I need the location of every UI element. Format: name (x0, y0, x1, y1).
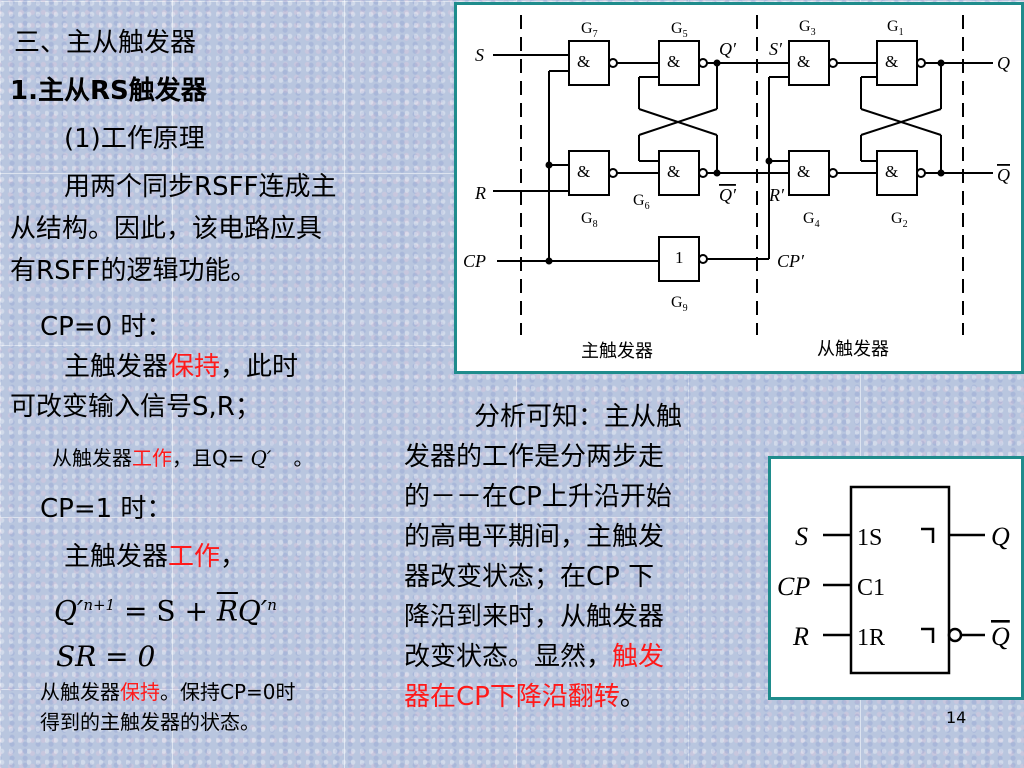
label-Qbar: Q (997, 165, 1010, 185)
cp1-slave-line-1: 从触发器保持。保持CP=0时 (40, 678, 296, 706)
analysis-line-7: 改变状态。显然，触发 (404, 640, 664, 674)
gate-label-G9: G9 (671, 294, 688, 314)
intro-line-1: 用两个同步RSFF连成主 (64, 172, 337, 202)
eq1-left: Q′ (54, 594, 84, 628)
cp0-master-text: 主触发器 (64, 352, 169, 382)
gate-and-symbol: & (667, 162, 680, 181)
symbol-S: S (795, 522, 808, 551)
equation-constraint: SR = 0 (56, 640, 156, 673)
cp0-slave-end: 。 (293, 446, 314, 470)
symbol-input-1R: 1R (857, 625, 885, 651)
analysis-line-3: 的－－在CP上升沿开始 (404, 482, 672, 512)
label-S: S (475, 45, 484, 65)
intro-line-3: 有RSFF的逻辑功能。 (10, 256, 257, 286)
gate-and-symbol: & (577, 52, 590, 71)
equation-next-state: Q′n+1 = S + RQ′n (54, 588, 277, 628)
circuit-diagram-panel: S R CP Q′ Q′ S′ R′ CP′ Q Q & & & & & & &… (454, 2, 1024, 374)
symbol-CP: CP (777, 572, 810, 601)
gate-and-symbol: & (667, 52, 680, 71)
gate-label-G2: G2 (891, 210, 908, 230)
label-CP: CP (463, 251, 486, 271)
eq1-sup: n+1 (83, 596, 116, 614)
cp1-title: CP=1 时： (40, 494, 173, 524)
cp0-slave-eq: ，且Q= (172, 446, 245, 470)
analysis-line-2: 发器的工作是分两步走 (404, 442, 665, 472)
label-CPprime: CP′ (777, 251, 805, 271)
label-Q: Q (997, 53, 1010, 73)
cp0-slave-work: 工作 (132, 446, 172, 470)
symbol-R: R (792, 622, 809, 651)
label-Qprime: Q′ (719, 39, 737, 59)
gate-and-symbol: & (577, 162, 590, 181)
section-heading: 三、主从触发器 (14, 28, 197, 58)
gate-and-symbol: & (885, 52, 898, 71)
eq1-rbar: R (216, 594, 238, 628)
cp1-master-line: 主触发器工作， (64, 540, 246, 574)
logic-symbol-panel: S CP R Q Q 1S C1 1R (768, 456, 1024, 700)
symbol-Qbar: Q (991, 622, 1010, 651)
symbol-input-C1: C1 (857, 575, 885, 601)
gate-and-symbol: & (885, 162, 898, 181)
gate-label-G4: G4 (803, 210, 820, 230)
eq1-q: Q′ (237, 594, 268, 628)
analysis-line-5: 器改变状态；在CP 下 (404, 562, 655, 592)
analysis-line-7-text: 改变状态。显然， (404, 642, 613, 672)
cp0-slave-q: Q′ (250, 446, 272, 470)
cp1-master-text: 主触发器 (64, 542, 169, 572)
cp1-slave-keep: 保持 (120, 680, 160, 704)
cp1-slave-text: 从触发器 (40, 680, 120, 704)
gate-and-symbol: & (797, 162, 810, 181)
cp0-slave-text: 从触发器 (52, 446, 132, 470)
analysis-line-8-red: 器在CP下降沿翻转 (404, 682, 620, 712)
cp0-master-tail: ，此时 (220, 352, 299, 382)
analysis-line-8: 器在CP下降沿翻转。 (404, 680, 646, 714)
label-Sprime: S′ (769, 39, 783, 59)
analysis-line-7-red: 触发 (612, 642, 665, 672)
gate-label-G8: G8 (581, 210, 598, 230)
label-Rprime: R′ (768, 185, 785, 205)
gate-label-G6: G6 (633, 192, 650, 212)
cp0-slave-line: 从触发器工作，且Q=Q′ 。 (52, 444, 313, 472)
cp1-master-work: 工作 (168, 542, 221, 572)
rs-flipflop-symbol: S CP R Q Q 1S C1 1R (777, 485, 1010, 675)
gate-label-G1: G1 (887, 18, 904, 38)
page-number: 14 (946, 708, 967, 727)
subsection-heading: 1.主从RS触发器 (10, 76, 207, 106)
cp1-slave-tail: 。保持CP=0时 (160, 680, 296, 704)
master-caption: 主触发器 (581, 341, 653, 362)
label-R: R (474, 183, 486, 203)
slave-caption: 从触发器 (817, 339, 889, 360)
gate-label-G7: G7 (581, 20, 598, 40)
label-Qprime-bar: Q′ (719, 185, 737, 205)
intro-line-2: 从结构。因此，该电路应具 (10, 214, 323, 244)
cp0-master-keep: 保持 (168, 352, 221, 382)
principle-heading: (1)工作原理 (64, 124, 205, 154)
analysis-line-6: 降沿到来时，从触发器 (404, 602, 665, 632)
analysis-line-1: 分析可知：主从触 (474, 402, 683, 432)
analysis-line-4: 的高电平期间，主触发 (404, 522, 665, 552)
gate-label-G3: G3 (799, 18, 816, 38)
symbol-input-1S: 1S (857, 525, 882, 551)
cp0-inputs-line: 可改变输入信号S,R； (10, 392, 261, 422)
analysis-line-8-end: 。 (619, 682, 646, 712)
master-slave-rs-circuit: S R CP Q′ Q′ S′ R′ CP′ Q Q & & & & & & &… (463, 15, 1010, 362)
cp0-title: CP=0 时： (40, 312, 173, 342)
cp1-master-tail: ， (220, 542, 247, 572)
symbol-Q: Q (991, 522, 1010, 551)
gate-not-symbol: 1 (675, 248, 684, 267)
cp0-master-line: 主触发器保持，此时 (64, 350, 298, 384)
gate-and-symbol: & (797, 52, 810, 71)
cp1-slave-line-2: 得到的主触发器的状态。 (40, 710, 260, 734)
eq1-n: n (267, 596, 277, 614)
gate-label-G5: G5 (671, 20, 688, 40)
eq1-mid: = S + (115, 594, 217, 628)
